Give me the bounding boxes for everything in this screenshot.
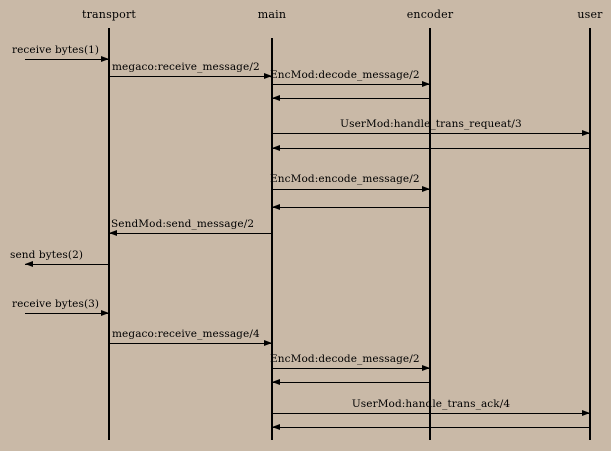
message-line-m14	[272, 382, 430, 383]
message-line-m13	[272, 368, 430, 369]
message-line-m9	[109, 233, 272, 234]
arrowhead-icon-m1	[101, 56, 109, 62]
message-line-m1	[25, 59, 109, 60]
message-line-m5	[272, 133, 590, 134]
message-line-m6	[272, 148, 590, 149]
lifeline-encoder	[429, 28, 431, 440]
message-label-m12: megaco:receive_message/4	[112, 328, 260, 340]
message-label-m9: SendMod:send_message/2	[111, 218, 255, 230]
message-label-m13: EncMod:decode_message/2	[270, 353, 420, 365]
message-line-m2	[109, 76, 272, 77]
arrowhead-icon-m13	[422, 365, 430, 371]
arrowhead-icon-m11	[101, 310, 109, 316]
arrowhead-icon-m16	[272, 424, 280, 430]
lifeline-user	[589, 28, 591, 440]
message-line-m3	[272, 84, 430, 85]
arrowhead-icon-m8	[272, 204, 280, 210]
message-label-m1: receive bytes(1)	[12, 44, 100, 56]
message-label-m2: megaco:receive_message/2	[112, 61, 260, 73]
lifeline-main	[271, 38, 273, 440]
message-line-m12	[109, 343, 272, 344]
arrowhead-icon-m4	[272, 95, 280, 101]
arrowhead-icon-m2	[264, 73, 272, 79]
arrowhead-icon-m12	[264, 340, 272, 346]
arrowhead-icon-m7	[422, 186, 430, 192]
arrowhead-icon-m3	[422, 81, 430, 87]
actor-label-transport: transport	[81, 8, 137, 21]
arrowhead-icon-m14	[272, 379, 280, 385]
arrowhead-icon-m6	[272, 145, 280, 151]
message-line-m15	[272, 413, 590, 414]
message-line-m10	[25, 264, 109, 265]
message-label-m5: UserMod:handle_trans_requeat/3	[340, 118, 522, 130]
message-line-m8	[272, 207, 430, 208]
actor-label-encoder: encoder	[406, 8, 454, 21]
message-label-m11: receive bytes(3)	[12, 298, 100, 310]
arrowhead-icon-m15	[582, 410, 590, 416]
message-line-m16	[272, 427, 590, 428]
message-line-m11	[25, 313, 109, 314]
message-label-m10: send bytes(2)	[10, 249, 84, 261]
message-label-m15: UserMod:handle_trans_ack/4	[351, 398, 511, 410]
message-label-m3: EncMod:decode_message/2	[270, 69, 420, 81]
arrowhead-icon-m10	[25, 261, 33, 267]
arrowhead-icon-m5	[582, 130, 590, 136]
message-label-m7: EncMod:encode_message/2	[270, 173, 420, 185]
actor-label-user: user	[577, 8, 603, 21]
message-line-m7	[272, 189, 430, 190]
actor-label-main: main	[257, 8, 287, 21]
arrowhead-icon-m9	[109, 230, 117, 236]
message-line-m4	[272, 98, 430, 99]
